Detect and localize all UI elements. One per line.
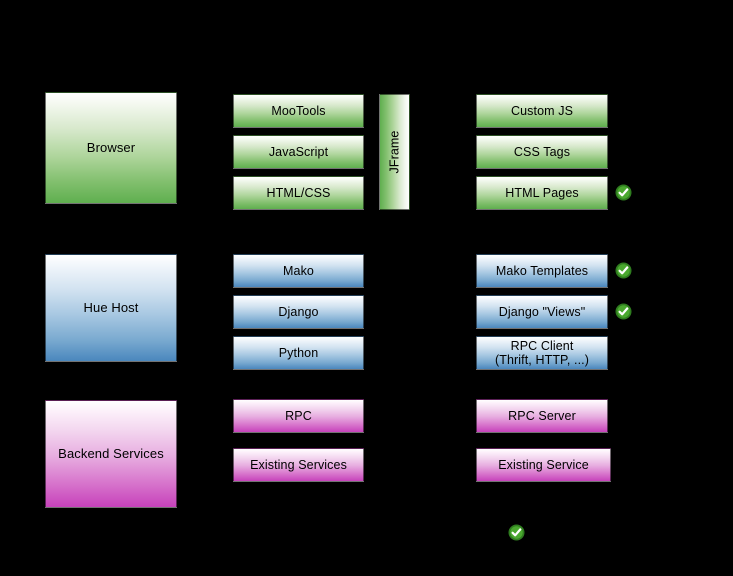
check-circle-icon: [615, 184, 632, 201]
jframe-label: JFrame: [387, 130, 402, 174]
check-circle-icon: [615, 303, 632, 320]
stack-item-existing-services[interactable]: Existing Services: [233, 448, 364, 482]
legend-check-circle-icon: [508, 524, 525, 541]
instance-item-mako-templates[interactable]: Mako Templates: [476, 254, 608, 288]
check-circle-icon: [615, 262, 632, 279]
jframe-strip[interactable]: JFrame: [379, 94, 410, 210]
instance-item-django-views[interactable]: Django "Views": [476, 295, 608, 329]
stack-item-rpc[interactable]: RPC: [233, 399, 364, 433]
stack-item-mootools[interactable]: MooTools: [233, 94, 364, 128]
stack-item-javascript[interactable]: JavaScript: [233, 135, 364, 169]
instance-item-existing-service[interactable]: Existing Service: [476, 448, 611, 482]
tier-zone-browser[interactable]: Browser: [45, 92, 177, 204]
instance-item-css-tags[interactable]: CSS Tags: [476, 135, 608, 169]
instance-item-rpc-client[interactable]: RPC Client (Thrift, HTTP, ...): [476, 336, 608, 370]
stack-item-mako[interactable]: Mako: [233, 254, 364, 288]
stack-item-django[interactable]: Django: [233, 295, 364, 329]
instance-item-rpc-server[interactable]: RPC Server: [476, 399, 608, 433]
stack-item-python[interactable]: Python: [233, 336, 364, 370]
instance-item-html-pages[interactable]: HTML Pages: [476, 176, 608, 210]
tier-zone-backend-services[interactable]: Backend Services: [45, 400, 177, 508]
instance-item-custom-js[interactable]: Custom JS: [476, 94, 608, 128]
tier-zone-hue-host[interactable]: Hue Host: [45, 254, 177, 362]
stack-item-html-css[interactable]: HTML/CSS: [233, 176, 364, 210]
